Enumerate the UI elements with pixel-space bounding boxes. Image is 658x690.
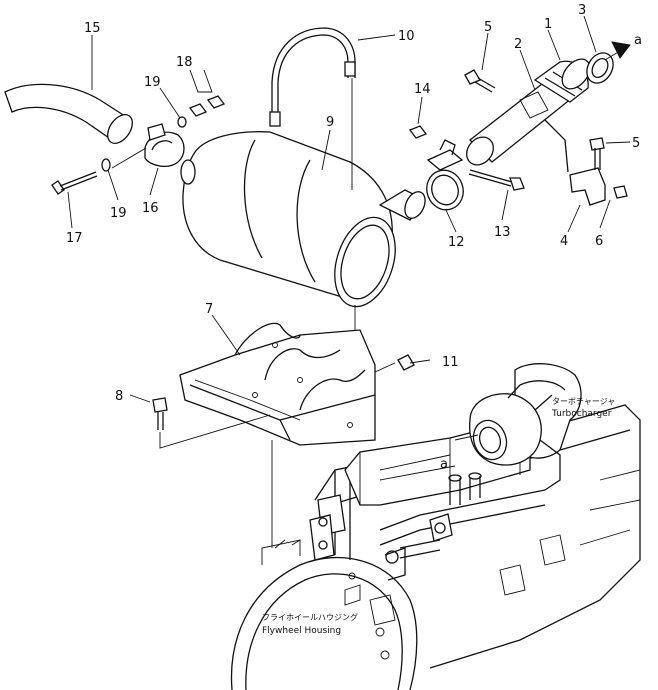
callout-19-top: 19 [144,75,161,90]
assembly-lines [111,41,631,548]
callout-16: 16 [142,201,159,216]
exhaust-tail-pipe [4,83,133,144]
callout-12: 12 [448,235,465,250]
callout-17: 17 [66,231,83,246]
pipe-1 [466,58,591,166]
callout-8: 8 [115,389,123,404]
callout-5-top: 5 [484,20,492,35]
engine-block [230,404,641,690]
leader-lines [67,15,631,403]
connection-mark-outlet: a [634,33,642,48]
bracket-4 [544,119,606,206]
turbocharger [469,363,582,491]
turbocharger-label-en: Turbocharger [551,409,612,419]
bolt-5-right [589,137,605,170]
callout-6: 6 [595,234,603,249]
nut-11 [397,354,415,371]
annotations: ターボチャージャ Turbocharger フライホイールハウジング Flywh… [262,397,615,636]
bolt-8 [152,397,168,430]
callout-7: 7 [205,302,213,317]
callout-labels: 1 2 3 4 5 5 6 7 8 9 10 11 12 13 14 15 16… [66,3,642,472]
callout-18: 18 [176,55,193,70]
muffler [180,131,426,308]
bolt-17 [51,171,98,195]
bolt-13 [468,169,525,191]
callout-15: 15 [84,21,101,36]
callout-14: 14 [414,82,431,97]
callout-4: 4 [560,234,568,249]
nut-6 [613,185,628,199]
callout-1: 1 [544,17,552,32]
callout-19-bottom: 19 [110,206,127,221]
washer-19-right [177,116,187,128]
washer-19-left [101,158,111,172]
callout-10: 10 [398,29,415,44]
flywheel-label-en: Flywheel Housing [262,626,341,636]
nut-14 [408,125,428,139]
bracket-7 [179,322,376,446]
callout-13: 13 [494,225,511,240]
flywheel-label-jp: フライホイールハウジング [262,612,358,622]
connection-mark-turbo: a [440,457,448,472]
bolt-5-top [464,69,496,93]
callout-11: 11 [442,355,459,370]
nuts-18 [188,95,226,117]
callout-5-right: 5 [632,136,640,151]
callout-9: 9 [326,115,334,130]
gasket-3 [586,52,614,84]
clamp-16 [144,123,185,168]
turbocharger-label-jp: ターボチャージャ [552,397,615,406]
callout-2: 2 [514,37,522,52]
sleeve-2 [519,91,549,119]
clamp-12 [426,139,464,211]
callout-3: 3 [578,3,586,18]
u-bolt-10 [277,34,349,122]
